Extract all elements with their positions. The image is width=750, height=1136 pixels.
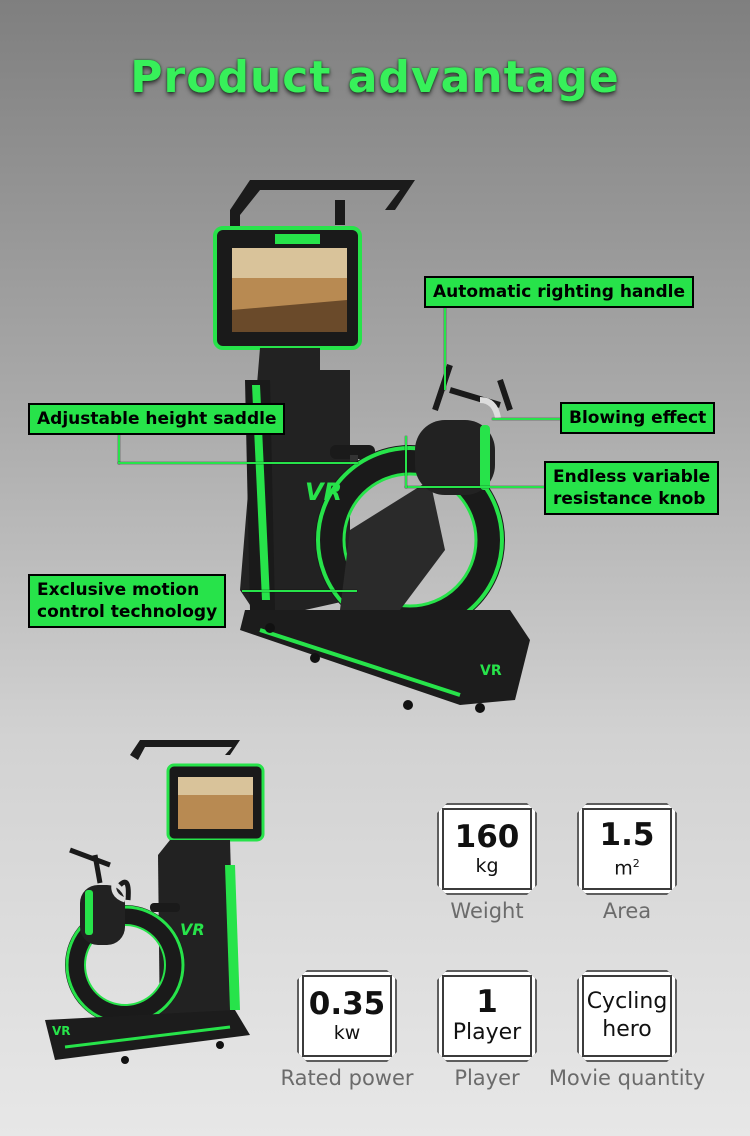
- spec-area-card: 1.5 m2: [577, 803, 677, 895]
- resistance-knob-line1: Endless variable: [553, 467, 711, 487]
- blowing-effect-label: Blowing effect: [560, 402, 716, 434]
- spec-movie-line2: hero: [602, 1017, 652, 1042]
- spec-rated-power-unit: kw: [333, 1022, 361, 1044]
- spec-player-caption: Player: [454, 1066, 520, 1090]
- leader-line: [405, 436, 407, 488]
- spec-player: 1 Player Player: [437, 970, 537, 1090]
- spec-area-unit-wrap: m2: [614, 852, 640, 880]
- spec-movie-line1: Cycling: [586, 989, 668, 1014]
- leader-line: [492, 418, 564, 420]
- spec-movie-caption: Movie quantity: [548, 1066, 706, 1090]
- base-vr-logo: VR: [480, 663, 502, 679]
- vr-bike-side-image: VR VR: [45, 740, 265, 1064]
- leader-line: [242, 590, 357, 592]
- spec-player-unit: Player: [452, 1020, 522, 1045]
- column-vr-logo: VR: [305, 478, 342, 506]
- side-base-vr-logo: VR: [52, 1024, 71, 1038]
- spec-weight-caption: Weight: [450, 899, 524, 923]
- adjustable-saddle-label: Adjustable height saddle: [28, 403, 286, 435]
- spec-area: 1.5 m2 Area: [577, 803, 677, 923]
- leader-line: [444, 300, 446, 390]
- spec-movie-card: Cycling hero: [577, 970, 677, 1062]
- motion-control-line2: control technology: [37, 602, 218, 622]
- vr-bike-main-image: VR VR: [213, 180, 530, 713]
- spec-weight-card: 160 kg: [437, 803, 537, 895]
- resistance-knob-label: Endless variable resistance knob: [544, 461, 720, 515]
- spec-area-value: 1.5: [599, 816, 655, 853]
- spec-area-unit: m: [614, 857, 633, 880]
- leader-line: [405, 486, 547, 488]
- spec-rated-power-value: 0.35: [308, 986, 386, 1022]
- spec-rated-power: 0.35 kw Rated power: [280, 970, 414, 1090]
- spec-weight: 160 kg Weight: [437, 803, 537, 923]
- leader-line: [118, 462, 358, 464]
- page-title: Product advantage: [130, 52, 620, 103]
- spec-movie: Cycling hero Movie quantity: [549, 970, 705, 1090]
- spec-player-value: 1: [476, 984, 498, 1020]
- spec-rated-power-caption: Rated power: [280, 1066, 414, 1090]
- resistance-knob-line2: resistance knob: [553, 489, 706, 509]
- spec-area-unit-sup: 2: [632, 856, 640, 870]
- side-column-vr-logo: VR: [180, 920, 205, 939]
- motion-control-line1: Exclusive motion: [37, 580, 200, 600]
- automatic-handle-label: Automatic righting handle: [424, 276, 695, 308]
- spec-rated-power-card: 0.35 kw: [297, 970, 397, 1062]
- leader-line: [118, 432, 120, 464]
- spec-player-card: 1 Player: [437, 970, 537, 1062]
- spec-weight-unit: kg: [475, 855, 499, 877]
- spec-weight-value: 160: [454, 819, 520, 855]
- spec-area-caption: Area: [602, 899, 652, 923]
- motion-control-label: Exclusive motion control technology: [28, 574, 227, 628]
